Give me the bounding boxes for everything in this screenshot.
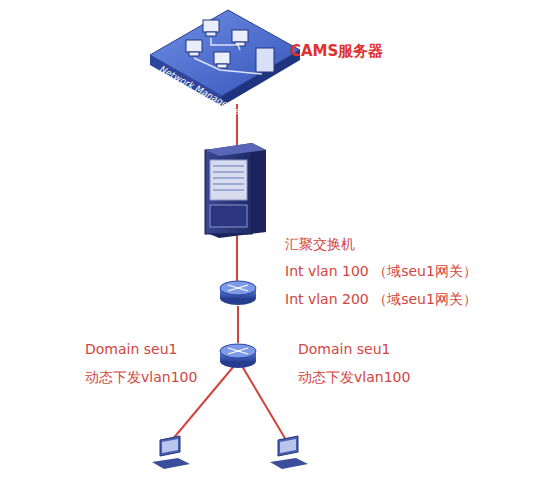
switch-label: 汇聚交换机	[285, 236, 355, 253]
server-chassis	[205, 143, 266, 238]
pc-icon	[270, 436, 308, 469]
switch-icon	[220, 344, 256, 368]
server-platform: Network ManagementCAMS服务器	[150, 8, 302, 108]
interface-label: Int vlan 100 （域seu1网关）	[285, 263, 477, 280]
domain-label: Domain seu1	[298, 341, 390, 358]
aggregation-switch: 汇聚交换机Int vlan 100 （域seu1网关）Int vlan 200 …	[219, 280, 257, 306]
interface-label: Int vlan 200 （域seu1网关）	[285, 291, 477, 308]
access-switch: Domain seu1动态下发vlan100Domain seu1动态下发vla…	[219, 343, 257, 369]
vlan-label: 动态下发vlan100	[298, 369, 410, 386]
server-label: CAMS服务器	[290, 42, 383, 60]
wire	[172, 104, 286, 440]
platform-label: Network Management	[158, 64, 250, 122]
network-platform	[150, 10, 300, 106]
switch-icon	[220, 281, 256, 305]
pc-icon	[152, 436, 190, 469]
domain-label: Domain seu1	[85, 341, 177, 358]
vlan-label: 动态下发vlan100	[85, 369, 197, 386]
red-link	[237, 306, 239, 343]
